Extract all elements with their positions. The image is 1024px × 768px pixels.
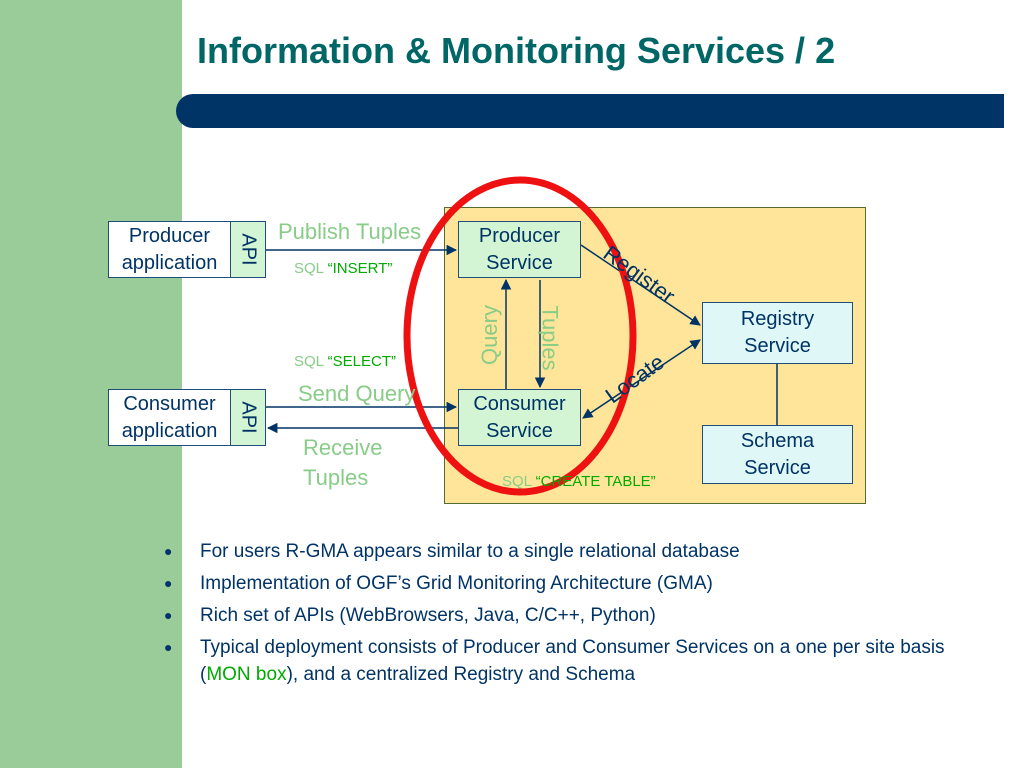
publish-tuples-label: Publish Tuples [278,219,422,244]
bullet-text-1: For users R-GMA appears similar to a sin… [200,541,740,562]
sql-select-prefix: SQL [294,353,328,370]
bullet-text-3: Rich set of APIs (WebBrowsers, Java, C/C… [200,605,656,626]
query-label: Query [476,305,502,365]
bullet-text-4-after: ), and a centralized Registry and Schema [286,664,636,685]
consumer-service-label: Consumer Service [473,392,566,442]
highlight-circle [403,176,637,496]
sql-create-text: “CREATE TABLE” [535,473,656,490]
producer-application-label: Producer application [121,224,218,274]
register-arrow [580,244,701,326]
sql-create-table-label: SQL “CREATE TABLE” [502,473,656,490]
tuples-label: Tuples [537,305,563,371]
schema-service-label: Schema Service [740,429,815,479]
consumer-service-box: Consumer Service [458,389,581,446]
registry-service-label: Registry Service [740,308,815,357]
bullet-list: ●For users R-GMA appears similar to a si… [160,538,980,693]
bullet-item: ●Rich set of APIs (WebBrowsers, Java, C/… [164,605,656,626]
mon-box-highlight: MON box [206,664,287,685]
bullet-item: ●For users R-GMA appears similar to a si… [164,541,740,562]
schema-service-box: Schema Service [702,425,853,484]
registry-service-box: Registry Service [702,302,853,364]
sql-insert-prefix: SQL [294,260,328,277]
producer-service-box: Producer Service [458,221,581,278]
left-sidebar-band [0,0,182,768]
producer-api-box: API [230,221,266,278]
slide-title: Information & Monitoring Services / 2 [197,30,836,71]
bullet-item: ●Typical deployment consists of Producer… [164,637,945,685]
producer-service-label: Producer Service [478,224,561,274]
bullet-text-2: Implementation of OGF’s Grid Monitoring … [200,573,713,594]
sql-select-label: SQL “SELECT” [294,353,396,370]
sql-create-prefix: SQL [502,473,536,490]
consumer-api-box: API [230,389,266,446]
sql-insert-text: “INSERT” [327,260,393,277]
sql-insert-label: SQL “INSERT” [294,260,392,277]
producer-application-box: Producer application [108,221,231,278]
send-query-label: Send Query [298,381,416,406]
consumer-application-label: Consumer application [121,392,218,442]
receive-tuples-label: Receive Tuples [303,435,383,490]
sql-select-text: “SELECT” [327,353,396,370]
locate-arrow [582,339,701,419]
bullet-item: ●Implementation of OGF’s Grid Monitoring… [164,573,713,594]
title-underline-bar [176,94,1004,128]
bullet-text-4-before: Typical deployment consists of Producer … [200,637,945,685]
